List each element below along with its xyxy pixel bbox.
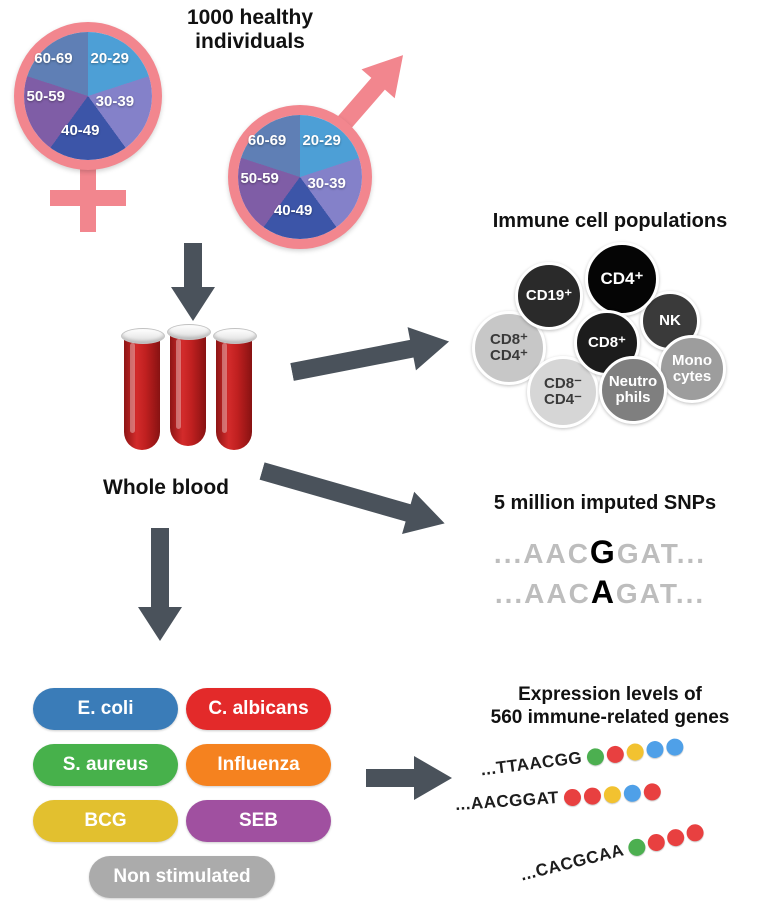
arrow-down-to-blood-icon: [171, 243, 215, 321]
immune-populations-title: Immune cell populations: [492, 210, 728, 232]
age-label: 40-49: [61, 121, 100, 139]
cell-label: NK: [659, 311, 681, 329]
expression-dot-icon: [665, 737, 685, 757]
age-label: 60-69: [34, 49, 73, 67]
cell-label: CD4⁺: [600, 268, 644, 288]
stimulus-seb: SEB: [186, 800, 331, 842]
cell-label: Mono cytes: [672, 351, 712, 385]
blood-tube-icon: [167, 324, 211, 448]
stimulus-saureus: S. aureus: [33, 744, 178, 786]
male-symbol-arrow: [337, 55, 404, 129]
whole-blood-label: Whole blood: [103, 476, 229, 499]
cell-monocytes: Mono cytes: [658, 335, 726, 403]
expression-dot-icon: [626, 836, 648, 858]
stimulus-non-stimulated: Non stimulated: [89, 856, 275, 898]
cell-label: CD8⁺: [588, 333, 626, 351]
stimulus-ecoli: E. coli: [33, 688, 178, 730]
cell-label: Neutro phils: [608, 372, 658, 406]
cell-label: CD8⁻ CD4⁻: [544, 374, 582, 408]
arrow-to-snps-icon: [259, 462, 445, 535]
expression-dot-icon: [605, 744, 625, 764]
male-symbol: 20-29 30-39 40-49 50-59 60-69: [228, 105, 372, 249]
gene-sequence-row: ...CACGCAA: [518, 821, 706, 886]
arrow-to-immune-cells-icon: [290, 327, 450, 381]
expression-title-line1: Expression levels of: [518, 684, 702, 705]
expression-dot-icon: [645, 739, 665, 759]
expression-dot-icon: [563, 787, 582, 807]
age-label: 50-59: [240, 169, 279, 187]
expression-title-line2: 560 immune-related genes: [490, 706, 730, 728]
stimulus-label: SEB: [238, 810, 279, 831]
blood-tube-icon: [121, 328, 165, 452]
stimulus-label: C. albicans: [208, 698, 309, 719]
age-label: 30-39: [307, 174, 346, 192]
gene-sequence: ...TTAACGG: [479, 748, 584, 780]
snps-title: 5 million imputed SNPs: [493, 492, 717, 514]
expression-dot-icon: [684, 822, 706, 843]
cell-neutrophils: Neutro phils: [599, 356, 667, 424]
cell-label: CD8⁺ CD4⁺: [490, 330, 528, 364]
gene-sequence: ...AACGGAT: [454, 787, 560, 815]
expression-dot-icon: [645, 831, 667, 853]
stimulus-influenza: Influenza: [186, 744, 331, 786]
female-age-pie-chart: 20-29 30-39 40-49 50-59 60-69: [24, 32, 152, 160]
gene-sequence-row: ...AACGGAT: [455, 781, 662, 815]
cell-label: CD19⁺: [525, 286, 573, 304]
stimulus-label: S. aureus: [62, 754, 149, 775]
cohort-title: 1000 healthy individuals: [186, 6, 314, 54]
expression-dot-icon: [665, 826, 686, 848]
expression-title: Expression levels of 560 immune-related …: [450, 684, 770, 730]
snp-allele: G: [589, 534, 617, 570]
stimulus-label: BCG: [84, 810, 127, 831]
arrow-down-to-stimuli-icon: [138, 528, 182, 641]
age-label: 20-29: [90, 49, 129, 67]
snp-allele: A: [590, 574, 616, 610]
stimulus-bcg: BCG: [33, 800, 178, 842]
gene-sequence-row: ...TTAACGG: [480, 736, 685, 781]
expression-dot-icon: [603, 785, 622, 804]
expression-dot-icon: [623, 783, 642, 802]
snp-seq-pre: ...AAC: [494, 578, 591, 609]
blood-tube-icon: [213, 328, 257, 452]
age-label: 30-39: [95, 93, 135, 111]
stimulus-calbicans: C. albicans: [186, 688, 331, 730]
stimulus-label: Influenza: [217, 754, 300, 775]
male-age-pie-chart: 20-29 30-39 40-49 50-59 60-69: [238, 115, 362, 239]
stimulus-label: Non stimulated: [113, 866, 251, 887]
age-label: 50-59: [26, 88, 65, 106]
age-label: 40-49: [273, 201, 313, 219]
female-symbol: 20-29 30-39 40-49 50-59 60-69: [14, 22, 162, 170]
age-label: 60-69: [247, 132, 287, 150]
expression-dot-icon: [643, 782, 662, 801]
gene-sequence: ...CACGCAA: [518, 840, 626, 885]
snp-sequence-1: ...AACGGAT...: [445, 534, 755, 571]
snp-seq-post: GAT...: [615, 578, 706, 609]
snp-seq-pre: ...AAC: [493, 538, 590, 569]
expression-dot-icon: [583, 786, 602, 805]
snp-seq-post: GAT...: [616, 538, 707, 569]
expression-dot-icon: [585, 746, 605, 766]
expression-dot-icon: [625, 742, 645, 761]
cell-cd4pos: CD4⁺: [585, 242, 659, 316]
arrow-to-expression-icon: [366, 756, 452, 800]
snp-sequence-2: ...AACAGAT...: [445, 574, 755, 611]
age-label: 20-29: [302, 132, 341, 150]
stimulus-label: E. coli: [77, 698, 134, 719]
cell-cd8neg-cd4neg: CD8⁻ CD4⁻: [527, 356, 599, 428]
cell-cd19pos: CD19⁺: [515, 262, 583, 330]
female-symbol-cross-horizontal: [50, 190, 126, 206]
